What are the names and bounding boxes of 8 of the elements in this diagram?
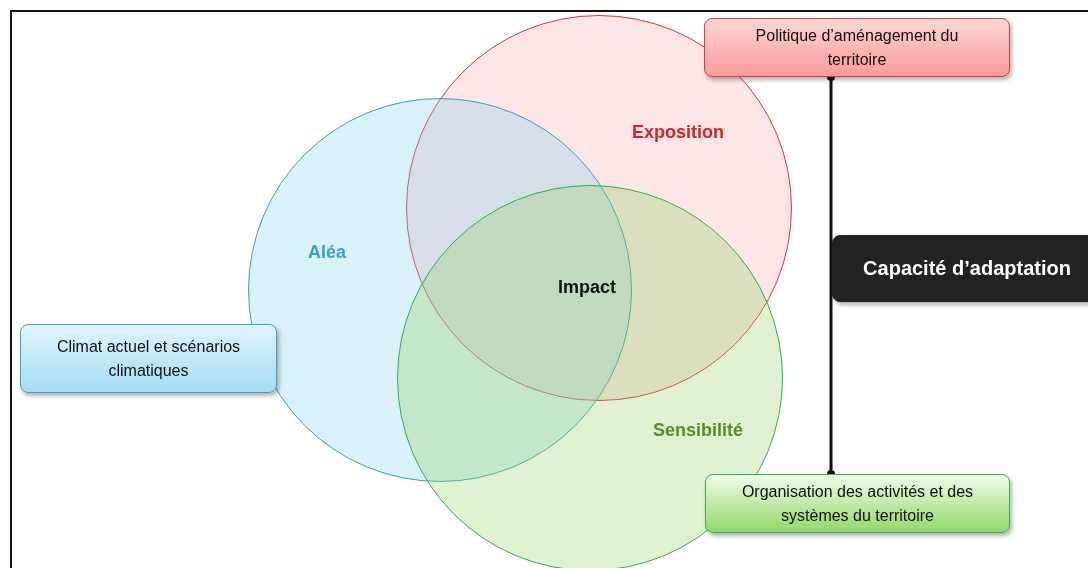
circle-label: Exposition	[632, 121, 724, 143]
rounded-box: Capacité d’adaptation	[832, 235, 1088, 302]
rounded-box: Climat actuel et scénarios climatiques	[20, 324, 277, 393]
rounded-box: Politique d’aménagement du territoire	[704, 18, 1010, 77]
circle-label: Aléa	[308, 241, 346, 263]
rounded-box: Organisation des activités et des systèmes du territoire	[705, 474, 1010, 533]
center-label: Impact	[558, 276, 616, 298]
circle-label: Sensibilité	[653, 419, 743, 441]
